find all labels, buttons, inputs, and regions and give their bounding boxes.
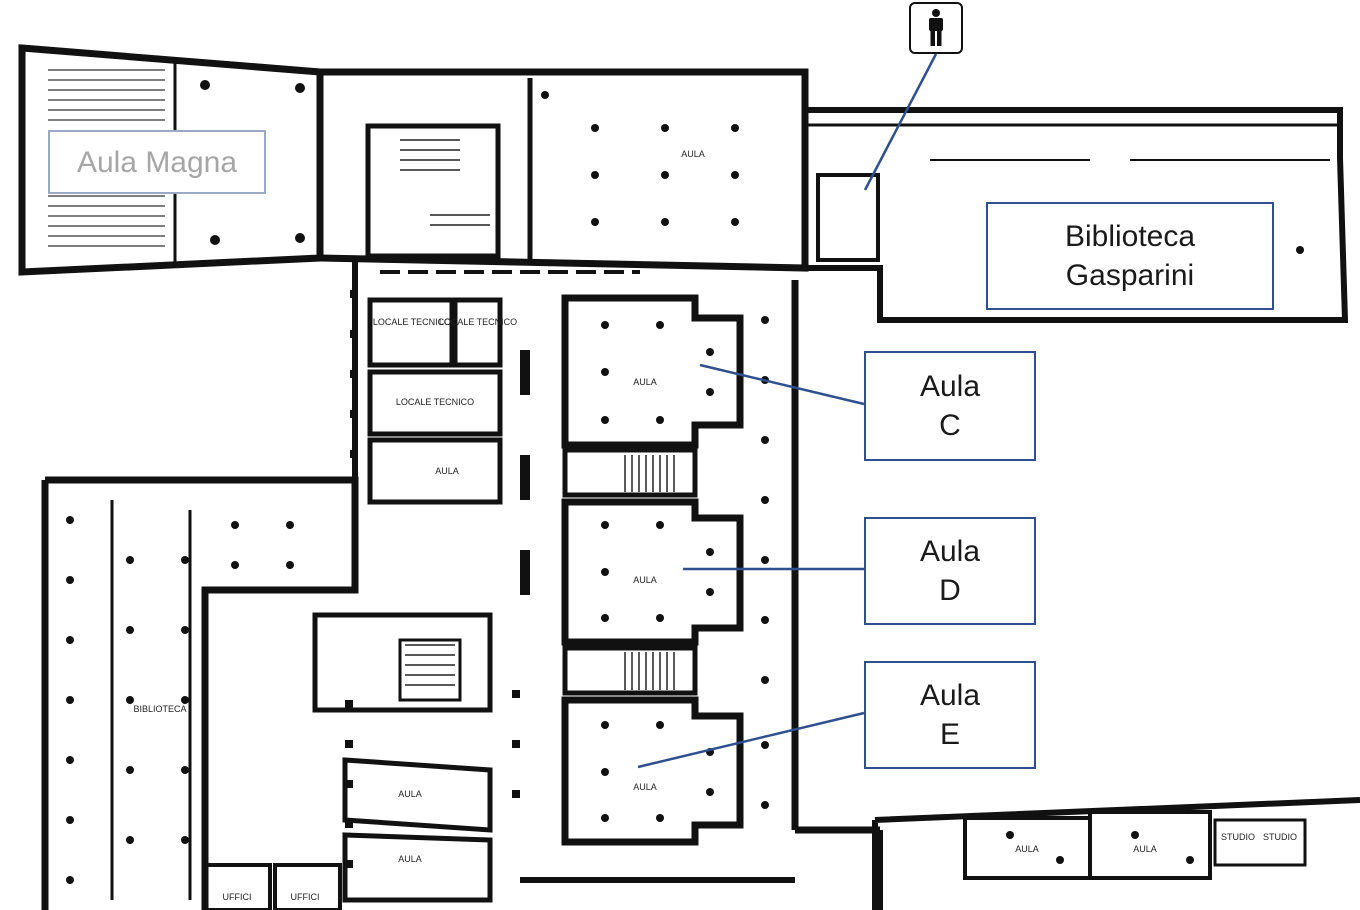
columns <box>66 80 1304 884</box>
aula-left-text-2: AULA <box>398 854 422 864</box>
locale-tecnico-text-2: LOCALE TECNICO <box>439 317 517 327</box>
locale-tecnico-text-1: LOCALE TECNICO <box>373 317 451 327</box>
bottom-right-walls <box>872 797 1360 910</box>
aula-d-walls <box>561 498 744 646</box>
biblioteca-gasparini-label: Biblioteca Gasparini <box>986 202 1274 310</box>
stairs <box>400 139 675 690</box>
aula-d-room-text: AULA <box>633 575 657 585</box>
aula-magna-walls <box>18 44 324 276</box>
walls <box>18 44 1360 910</box>
left-wing-walls <box>45 476 359 910</box>
aula-magna-label-text: Aula Magna <box>76 145 238 179</box>
leader-lines <box>637 53 938 769</box>
plan-room-text: AULA LOCALE TECNICO LOCALE TECNICO LOCAL… <box>133 149 1297 902</box>
aula-d-label-line1: Aula <box>919 535 981 568</box>
aula-magna-seating <box>48 69 165 247</box>
aula-d-label-line2: D <box>939 574 961 607</box>
aula-c-label-line1: Aula <box>919 370 981 403</box>
restroom-person-icon <box>929 9 943 46</box>
uffici-text-1: UFFICI <box>223 892 252 902</box>
aula-bottom-text-2: AULA <box>1133 844 1157 854</box>
uffici-text-2: UFFICI <box>291 892 320 902</box>
locale-tecnico-text-3: LOCALE TECNICO <box>396 397 474 407</box>
aula-c-label-line2: C <box>939 409 961 442</box>
studio-text-2: STUDIO <box>1263 832 1297 842</box>
aula-magna-label: Aula Magna <box>48 130 266 194</box>
aula-bottom-text-1: AULA <box>1015 844 1039 854</box>
aula-e-label: Aula E <box>864 661 1036 769</box>
studio-text-1: STUDIO <box>1221 832 1255 842</box>
aula-left-text-1: AULA <box>398 789 422 799</box>
aula-d-label: Aula D <box>864 517 1036 625</box>
aula-top-text: AULA <box>681 149 705 159</box>
aula-e-label-line1: Aula <box>919 679 981 712</box>
leader-line-aula-c <box>699 363 865 406</box>
leader-line-restroom <box>863 53 938 191</box>
aula-e-walls <box>561 696 744 846</box>
library-walls <box>805 107 1349 323</box>
biblioteca-label-line2: Gasparini <box>1065 259 1195 292</box>
restroom-marker <box>909 2 963 54</box>
leader-line-aula-e <box>637 711 865 769</box>
aula-c-walls <box>561 294 744 449</box>
top-block-walls <box>319 68 809 272</box>
corridor-pillars <box>345 290 530 868</box>
aula-e-room-text: AULA <box>633 782 657 792</box>
aula-c-room-text: AULA <box>633 377 657 387</box>
aula-c-label: Aula C <box>864 351 1036 461</box>
biblioteca-room-text: BIBLIOTECA <box>133 704 186 714</box>
aula-small-text: AULA <box>435 466 459 476</box>
aula-e-label-line2: E <box>939 718 960 751</box>
biblioteca-label-line1: Biblioteca <box>1064 220 1196 253</box>
